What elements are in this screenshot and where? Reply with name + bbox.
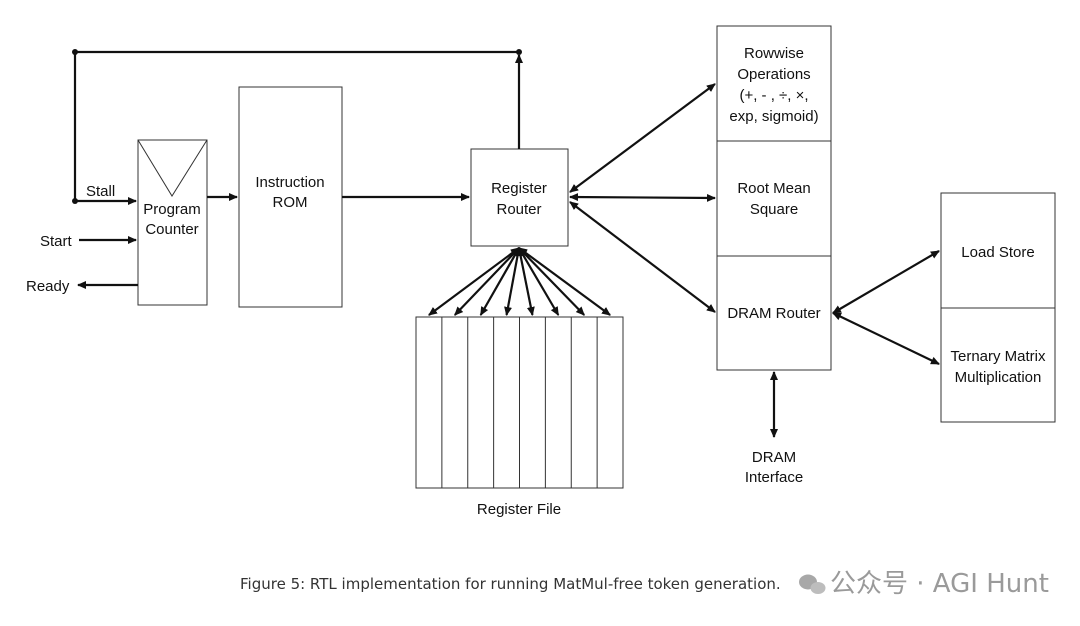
router-rowwise-arrow (569, 83, 716, 193)
rowwise-operations-label-3: (+, - , ÷, ×, (739, 87, 808, 104)
register-file-label: Register File (477, 501, 561, 518)
dram-interface-label-2: Interface (745, 469, 803, 486)
router-dram-arrow (569, 201, 716, 313)
connections (72, 49, 940, 438)
ternary-matrix-label-2: Multiplication (955, 369, 1042, 386)
root-mean-square-block: Root Mean Square (716, 140, 832, 257)
dram-loadstore-arrow (832, 250, 940, 314)
register-router-label-1: Register (491, 180, 547, 197)
register-router-label-2: Router (496, 201, 541, 218)
register-cell-arrow (428, 247, 520, 316)
ternary-matrix-block: Ternary Matrix Multiplication (940, 307, 1056, 423)
wechat-icon (799, 574, 826, 594)
program-counter-block: Program Counter (137, 139, 208, 306)
instruction-rom-block: Instruction ROM (238, 86, 343, 308)
start-label: Start (40, 233, 73, 250)
instruction-rom-label-2: ROM (273, 194, 308, 211)
register-router-block: Register Router (470, 148, 569, 247)
register-cell-arrow (518, 247, 611, 316)
root-mean-square-label-2: Square (750, 201, 798, 218)
router-rms-arrow (569, 193, 716, 202)
stall-label: Stall (86, 183, 115, 200)
register-file-block (415, 316, 624, 489)
program-counter-label-2: Counter (145, 221, 198, 238)
dram-interface-label-1: DRAM (752, 449, 796, 466)
load-store-label: Load Store (961, 244, 1034, 261)
dram-router-block: DRAM Router (716, 255, 832, 371)
root-mean-square-label-1: Root Mean (737, 180, 810, 197)
load-store-block: Load Store (940, 192, 1056, 309)
dram-ternary-arrow (832, 312, 940, 365)
program-counter-label-1: Program (143, 201, 201, 218)
register-file-fan-arrows (428, 247, 611, 316)
dram-router-label: DRAM Router (727, 305, 820, 322)
rowwise-operations-label-4: exp, sigmoid) (729, 108, 818, 125)
instruction-rom-label-1: Instruction (255, 174, 324, 191)
rowwise-operations-label-2: Operations (737, 66, 810, 83)
watermark-text: 公众号 · AGI Hunt (830, 569, 1049, 599)
figure-caption: Figure 5: RTL implementation for running… (240, 575, 781, 593)
ready-label: Ready (26, 278, 70, 295)
ternary-matrix-label-1: Ternary Matrix (950, 348, 1046, 365)
rowwise-operations-label-1: Rowwise (744, 45, 804, 62)
rowwise-operations-block: Rowwise Operations (+, - , ÷, ×, exp, si… (716, 25, 832, 142)
